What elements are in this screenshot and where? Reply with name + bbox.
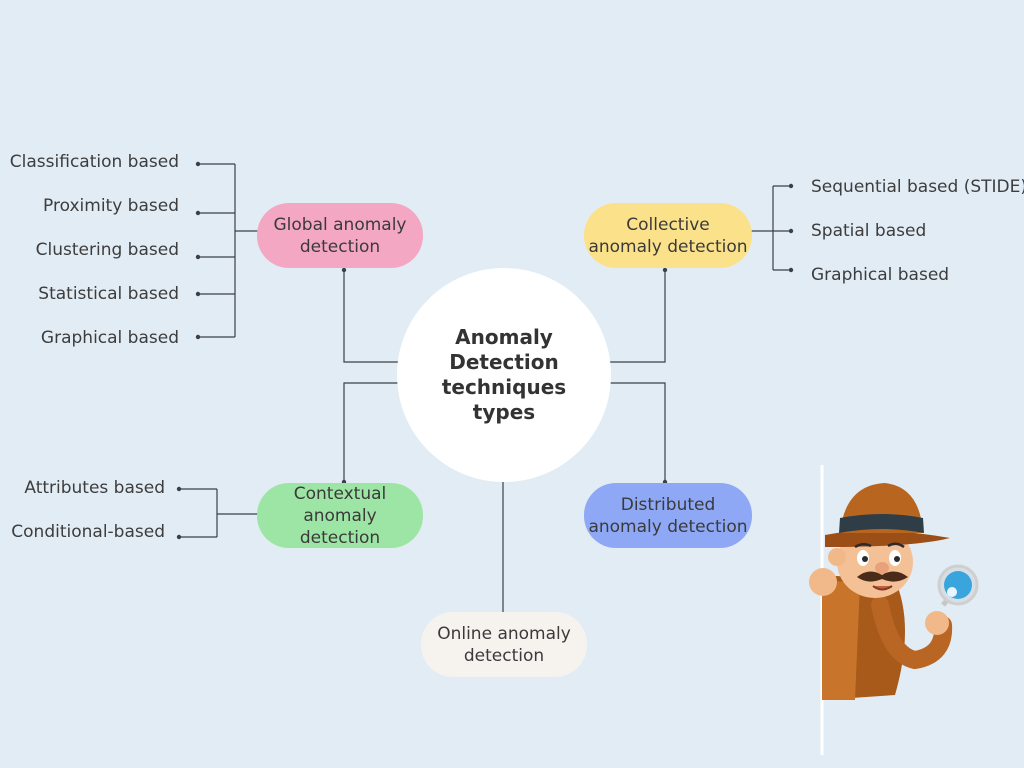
global-item-classification: Classification based	[9, 152, 179, 172]
collective-item-sequential: Sequential based (STIDE)	[811, 177, 1024, 197]
global-item-statistical: Statistical based	[38, 284, 179, 304]
contextual-anomaly-node: Contextual anomaly detection	[257, 483, 423, 548]
collective-item-spatial: Spatial based	[811, 221, 927, 241]
collective-item-graphical: Graphical based	[811, 265, 950, 285]
center-title: Anomaly Detection techniques types	[441, 325, 567, 424]
contextual-item-conditional: Conditional-based	[11, 522, 165, 542]
distributed-anomaly-node: Distributed anomaly detection	[584, 483, 752, 548]
online-anomaly-node: Online anomaly detection	[421, 612, 587, 677]
detective-icon	[809, 465, 979, 755]
global-item-graphical: Graphical based	[40, 328, 179, 348]
global-item-clustering: Clustering based	[35, 240, 179, 260]
center-topic-node: Anomaly Detection techniques types	[397, 268, 611, 482]
collective-anomaly-node: Collective anomaly detection	[584, 203, 752, 268]
global-item-proximity: Proximity based	[43, 196, 179, 216]
contextual-item-attributes: Attributes based	[24, 478, 165, 498]
global-anomaly-node: Global anomaly detection	[257, 203, 423, 268]
